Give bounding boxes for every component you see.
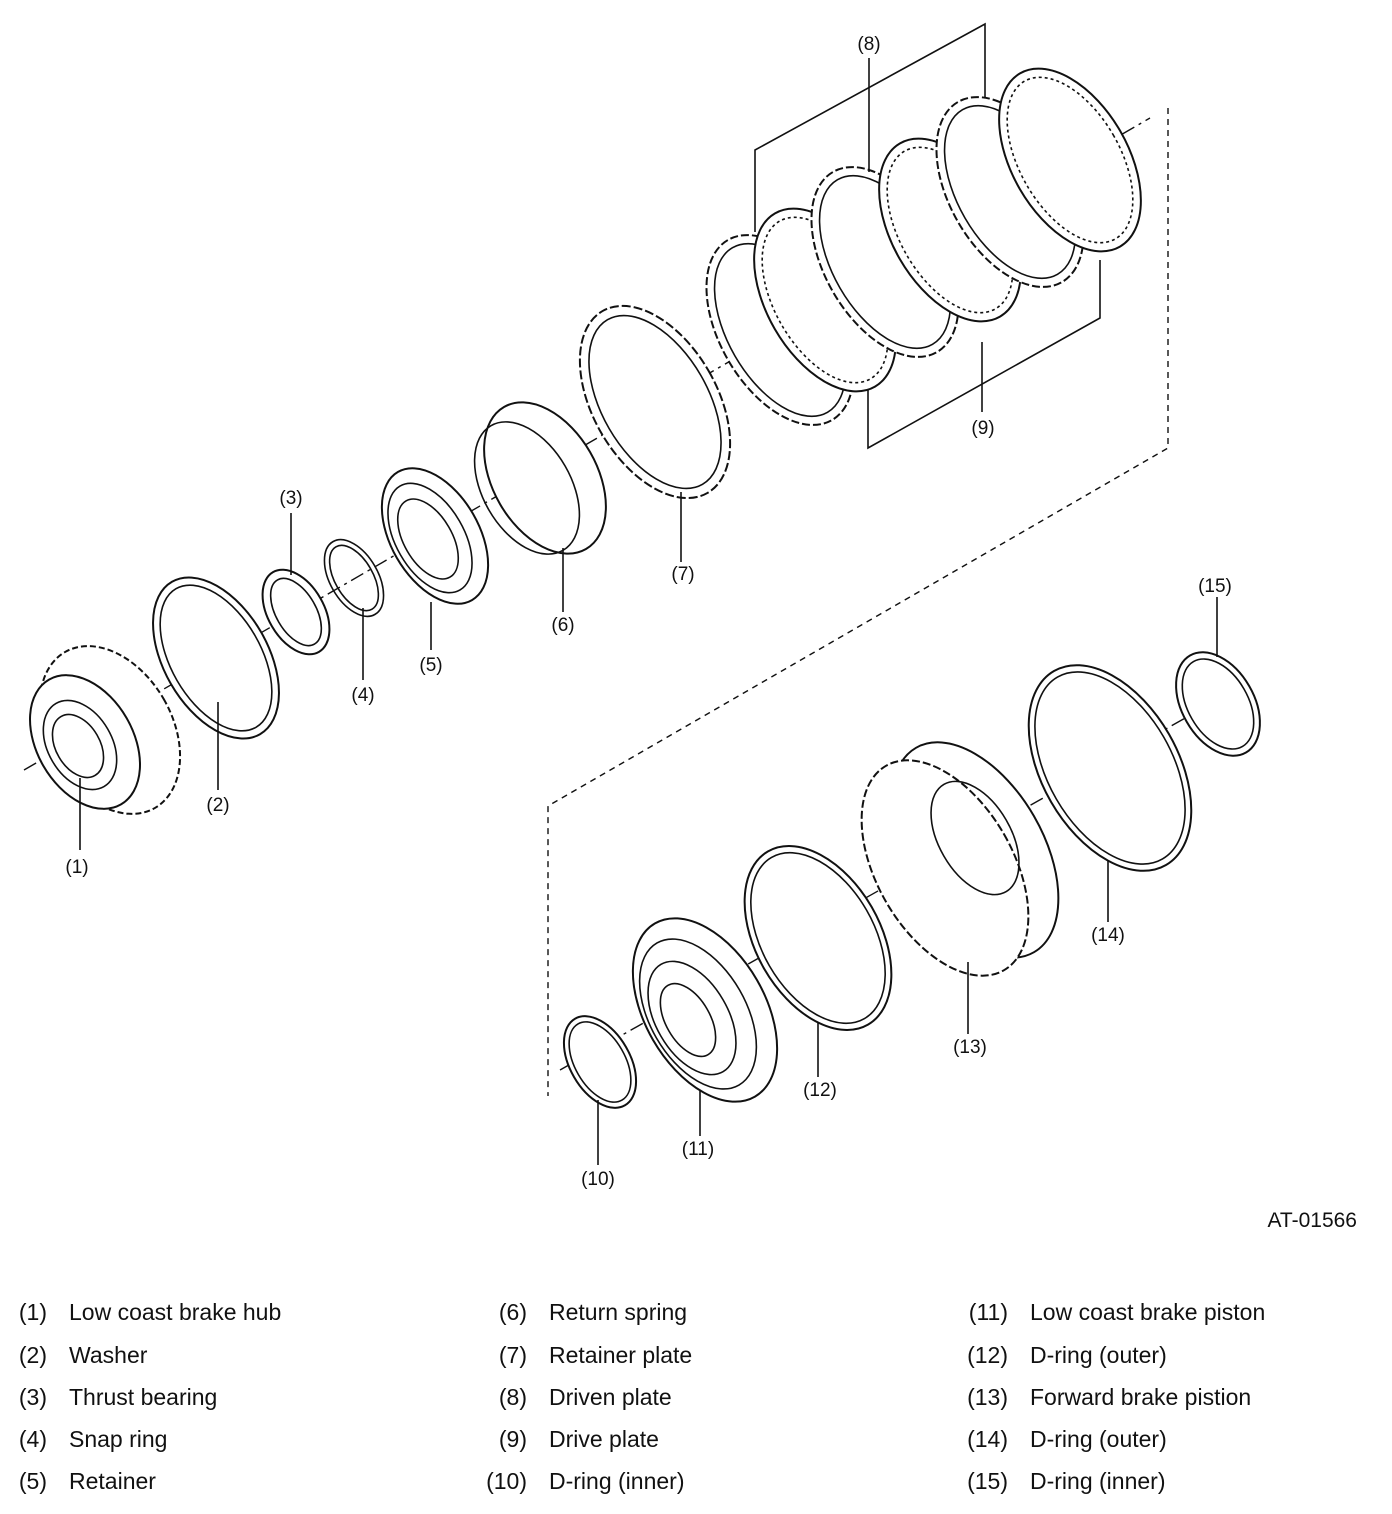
snap-ring xyxy=(323,538,385,618)
clutch-plates xyxy=(705,67,1142,426)
retainer xyxy=(380,467,490,605)
callout-5: (5) xyxy=(419,655,442,676)
clutch-pack-bracket-lower xyxy=(867,260,1101,450)
callout-6: (6) xyxy=(551,615,574,636)
d-ring-outer-small xyxy=(743,845,893,1031)
callout-9: (9) xyxy=(971,418,994,439)
callout-13: (13) xyxy=(953,1037,987,1058)
assembly-boundary xyxy=(547,108,1169,1096)
callout-15: (15) xyxy=(1198,576,1232,597)
return-spring xyxy=(473,401,607,555)
thrust-bearing xyxy=(261,568,331,656)
callout-3: (3) xyxy=(279,488,302,509)
retainer-plate xyxy=(578,304,732,500)
callout-1: (1) xyxy=(65,857,88,878)
callout-12: (12) xyxy=(803,1080,837,1101)
callout-10: (10) xyxy=(581,1169,615,1190)
callout-2: (2) xyxy=(206,795,229,816)
d-ring-inner-upper xyxy=(1175,651,1261,757)
callout-4: (4) xyxy=(351,685,374,706)
d-ring-inner-lower xyxy=(562,1015,638,1109)
low-coast-brake-piston xyxy=(631,917,779,1103)
parts-legend: (1) Low coast brake hub (2) Washer (3) T… xyxy=(18,1299,1266,1494)
callout-11: (11) xyxy=(682,1139,714,1160)
d-ring-outer-large xyxy=(1027,664,1193,872)
low-coast-brake-hub xyxy=(29,645,182,815)
figure-id: AT-01566 xyxy=(1267,1209,1357,1232)
washer xyxy=(152,576,280,740)
clutch-pack-bracket xyxy=(754,22,986,232)
callout-7: (7) xyxy=(671,564,694,585)
leader-lines xyxy=(79,58,1218,1165)
callout-14: (14) xyxy=(1091,925,1125,946)
callout-8: (8) xyxy=(857,34,880,55)
forward-brake-piston xyxy=(860,741,1060,977)
